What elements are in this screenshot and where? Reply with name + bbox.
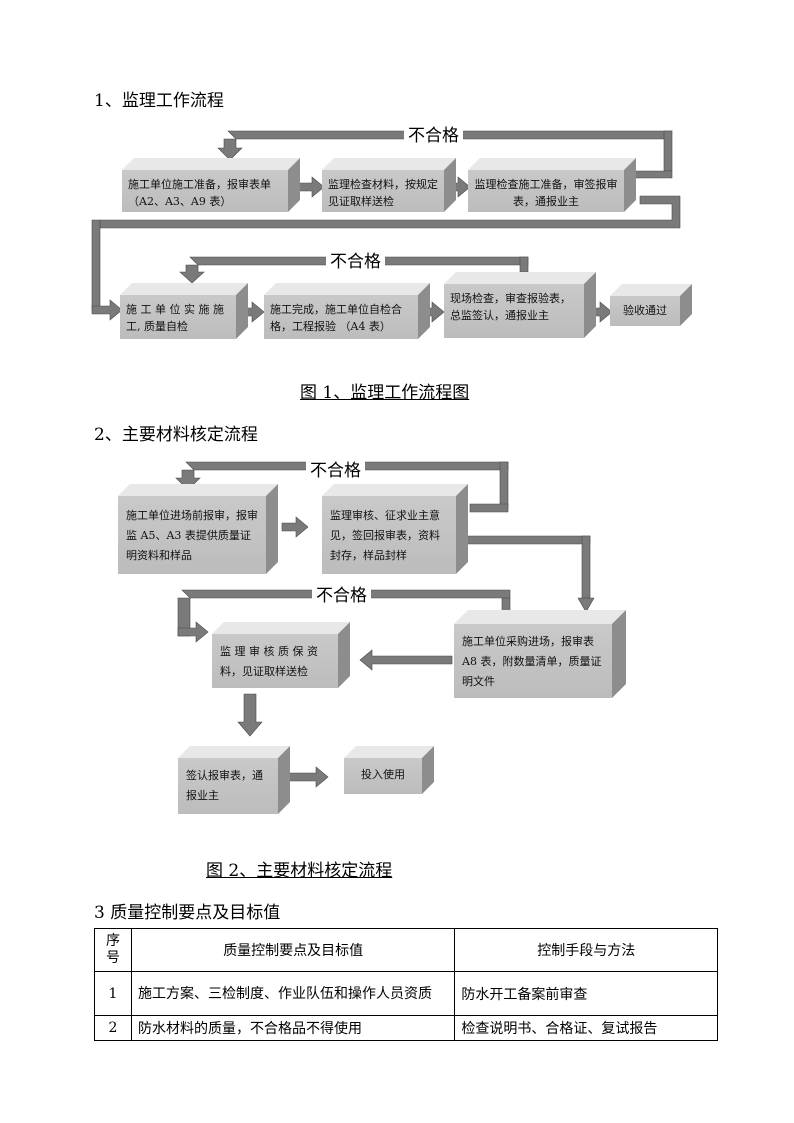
- figure1-caption: 图 1、监理工作流程图: [300, 383, 470, 403]
- table-header-row: 序号 质量控制要点及目标值 控制手段与方法: [94, 928, 718, 972]
- quality-control-table: 序号 质量控制要点及目标值 控制手段与方法 1 施工方案、三检制度、作业队伍和操…: [94, 928, 718, 1041]
- flow1-box-complete: 施工完成，施工单位自检合格，工程报验 （A4 表）: [264, 295, 418, 339]
- flow2-box-sign: 签认报审表，通报业主: [178, 758, 278, 814]
- flow2-box-procurement: 施工单位采购进场，报审表 A8 表，附数量清单，质量证明文件: [454, 624, 612, 698]
- table-row: 1 施工方案、三检制度、作业队伍和操作人员资质 防水开工备案前审查: [94, 971, 718, 1016]
- flow2-box-inspect-docs: 监 理 审 核 质 保 资 料，见证取样送检: [212, 634, 338, 688]
- flow1-box-accepted: 验收通过: [610, 296, 680, 326]
- flow1-box-prepare: 施工单位施工准备，报审表单 （A2、A3、A9 表）: [122, 170, 288, 212]
- flow1-box-site-check: 现场检查，审查报验表，总监签认，通报业主: [444, 284, 584, 338]
- fail-label-top-2: 不合格: [306, 461, 365, 481]
- header-index: 序号: [94, 928, 132, 972]
- section2-heading: 2、主要材料核定流程: [94, 425, 258, 445]
- row1-index: 1: [94, 971, 132, 1016]
- table-row: 2 防水材料的质量，不合格品不得使用 检查说明书、合格证、复试报告: [94, 1015, 718, 1041]
- fail-label-mid: 不合格: [326, 252, 385, 272]
- header-methods: 控制手段与方法: [454, 928, 718, 972]
- flow2-box-review: 监理审核、征求业主意见，签回报审表，资料封存，样品封样: [322, 496, 456, 574]
- flow2-box-pre-entry: 施工单位进场前报审，报审监 A5、A3 表提供质量证明资料和样品: [118, 496, 266, 574]
- section1-heading: 1、监理工作流程: [94, 91, 224, 111]
- row1-control-point: 施工方案、三检制度、作业队伍和操作人员资质: [130, 971, 456, 1016]
- row2-method: 检查说明书、合格证、复试报告: [454, 1015, 718, 1041]
- flow1-box-check-prepare: 监理检查施工准备，审签报审表，通报业主: [468, 170, 624, 212]
- section3-heading: 3 质量控制要点及目标值: [94, 903, 281, 923]
- row2-control-point: 防水材料的质量，不合格品不得使用: [130, 1015, 456, 1041]
- row2-index: 2: [94, 1015, 132, 1041]
- flow1-box-implement: 施 工 单 位 实 施 施工, 质量自检: [120, 295, 236, 339]
- flow2-box-use: 投入使用: [344, 758, 422, 794]
- fail-label-top: 不合格: [404, 126, 463, 146]
- header-control-points: 质量控制要点及目标值: [130, 928, 456, 972]
- flow1-box-check-material: 监理检查材料，按规定见证取样送检: [322, 170, 444, 212]
- figure2-caption: 图 2、主要材料核定流程: [206, 861, 393, 881]
- fail-label-mid-2: 不合格: [312, 586, 371, 606]
- row1-method: 防水开工备案前审查: [454, 971, 718, 1016]
